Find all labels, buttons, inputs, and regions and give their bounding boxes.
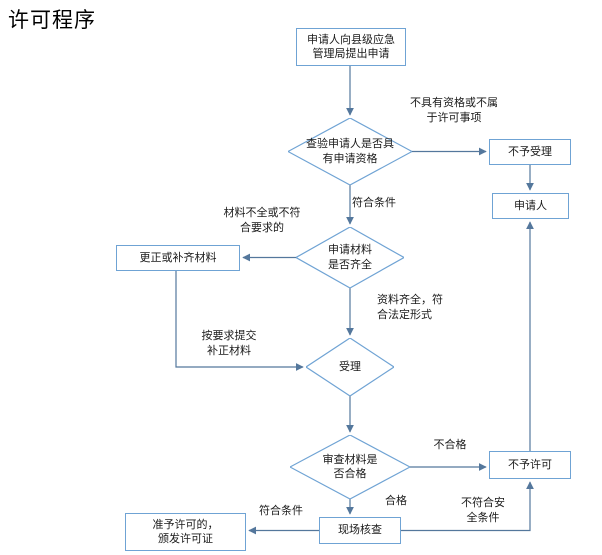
edge-label-complete-legal: 资料齐全，符 合法定形式 bbox=[377, 293, 443, 321]
node-verify-qualification: 查验申请人是否具 有申请资格 bbox=[288, 118, 412, 185]
diamond-shape bbox=[296, 227, 404, 288]
edge-label-resubmit: 按要求提交 补正材料 bbox=[201, 329, 257, 357]
node-not-accepted-label: 不予受理 bbox=[508, 144, 552, 158]
edge-label-incomplete-materials: 材料不全或不符 合要求的 bbox=[223, 206, 301, 234]
edge-label-meets-conditions: 符合条件 bbox=[352, 196, 396, 209]
node-verify-qualification-label: 查验申请人是否具 有申请资格 bbox=[306, 137, 394, 165]
node-site-check: 现场核查 bbox=[319, 517, 401, 544]
node-materials-complete: 申请材料 是否齐全 bbox=[296, 227, 404, 288]
diamond-shape bbox=[288, 118, 412, 185]
node-accept: 受理 bbox=[306, 338, 394, 396]
page-title: 许可程序 bbox=[8, 8, 96, 32]
diamond-shape bbox=[306, 338, 394, 396]
connector-correct-to-accept bbox=[175, 271, 304, 371]
node-not-accepted: 不予受理 bbox=[489, 139, 571, 165]
edge-label-unqualified: 不合格 bbox=[433, 438, 467, 451]
node-site-check-label: 现场核查 bbox=[338, 523, 382, 537]
diamond-shape bbox=[290, 435, 410, 499]
node-apply-label: 申请人向县级应急 管理局提出申请 bbox=[307, 32, 395, 60]
edge-label-conditions-met: 符合条件 bbox=[259, 504, 303, 517]
node-not-permitted: 不予许可 bbox=[489, 451, 571, 479]
node-accept-label: 受理 bbox=[339, 359, 361, 373]
node-review-qualified: 审查材料是 否合格 bbox=[290, 435, 410, 499]
node-issue-license-label: 准予许可的， 颁发许可证 bbox=[152, 517, 219, 545]
node-not-permitted-label: 不予许可 bbox=[508, 457, 552, 471]
node-materials-complete-label: 申请材料 是否齐全 bbox=[328, 243, 372, 271]
connector-site-check-to-deny bbox=[401, 481, 534, 532]
node-correct-materials-label: 更正或补齐材料 bbox=[139, 250, 217, 264]
node-apply: 申请人向县级应急 管理局提出申请 bbox=[296, 28, 406, 66]
node-correct-materials: 更正或补齐材料 bbox=[116, 245, 240, 271]
edge-label-unsafe-conditions: 不符合安 全条件 bbox=[461, 496, 505, 524]
node-applicant-label: 申请人 bbox=[514, 198, 547, 212]
node-applicant: 申请人 bbox=[492, 193, 569, 219]
node-issue-license: 准予许可的， 颁发许可证 bbox=[125, 513, 246, 551]
edge-label-no-qualification: 不具有资格或不属 于许可事项 bbox=[410, 96, 498, 124]
node-review-qualified-label: 审查材料是 否合格 bbox=[322, 452, 378, 480]
edge-label-qualified: 合格 bbox=[385, 494, 407, 507]
